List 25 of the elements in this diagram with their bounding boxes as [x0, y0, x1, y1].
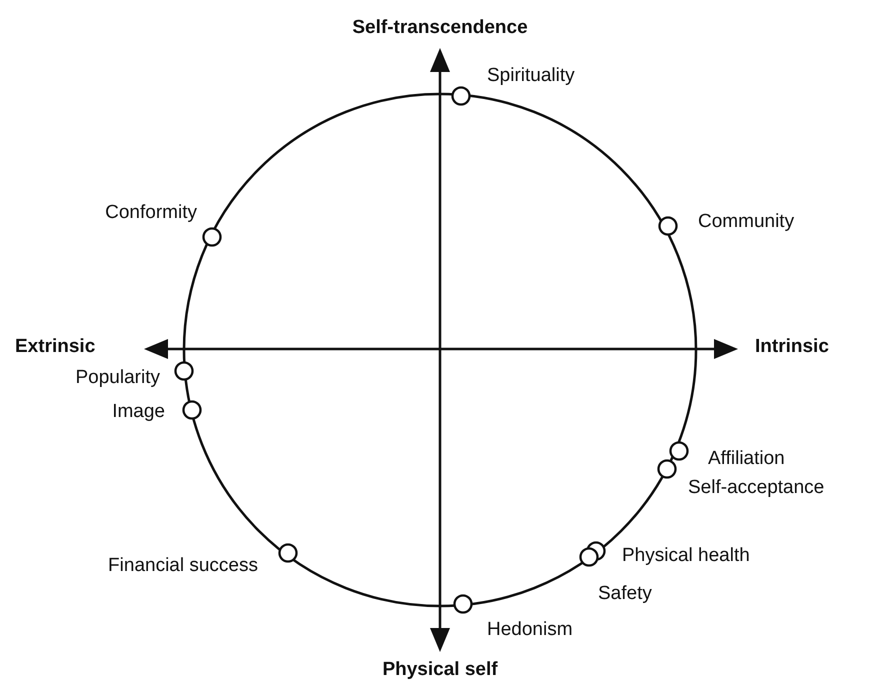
axis-label: Self-transcendence	[352, 17, 528, 39]
value-label: Financial success	[108, 555, 258, 577]
value-marker	[657, 459, 677, 479]
value-marker	[579, 547, 599, 567]
value-label: Popularity	[76, 367, 160, 389]
value-marker	[182, 400, 202, 420]
value-marker	[278, 543, 298, 563]
value-label: Conformity	[105, 202, 197, 224]
value-label: Self-acceptance	[688, 477, 824, 499]
value-marker	[202, 227, 222, 247]
axis-label: Intrinsic	[755, 336, 829, 358]
value-label: Community	[698, 211, 794, 233]
value-label: Safety	[598, 583, 652, 605]
value-label: Physical health	[622, 545, 750, 567]
axis-label: Extrinsic	[15, 336, 96, 358]
value-marker	[669, 441, 689, 461]
value-label: Affiliation	[708, 448, 785, 470]
value-label: Hedonism	[487, 619, 573, 641]
value-label: Image	[112, 401, 165, 423]
value-label: Spirituality	[487, 65, 575, 87]
value-marker	[453, 594, 473, 614]
value-marker	[451, 86, 471, 106]
value-marker	[658, 216, 678, 236]
value-marker	[174, 361, 194, 381]
axis-label: Physical self	[382, 659, 498, 681]
